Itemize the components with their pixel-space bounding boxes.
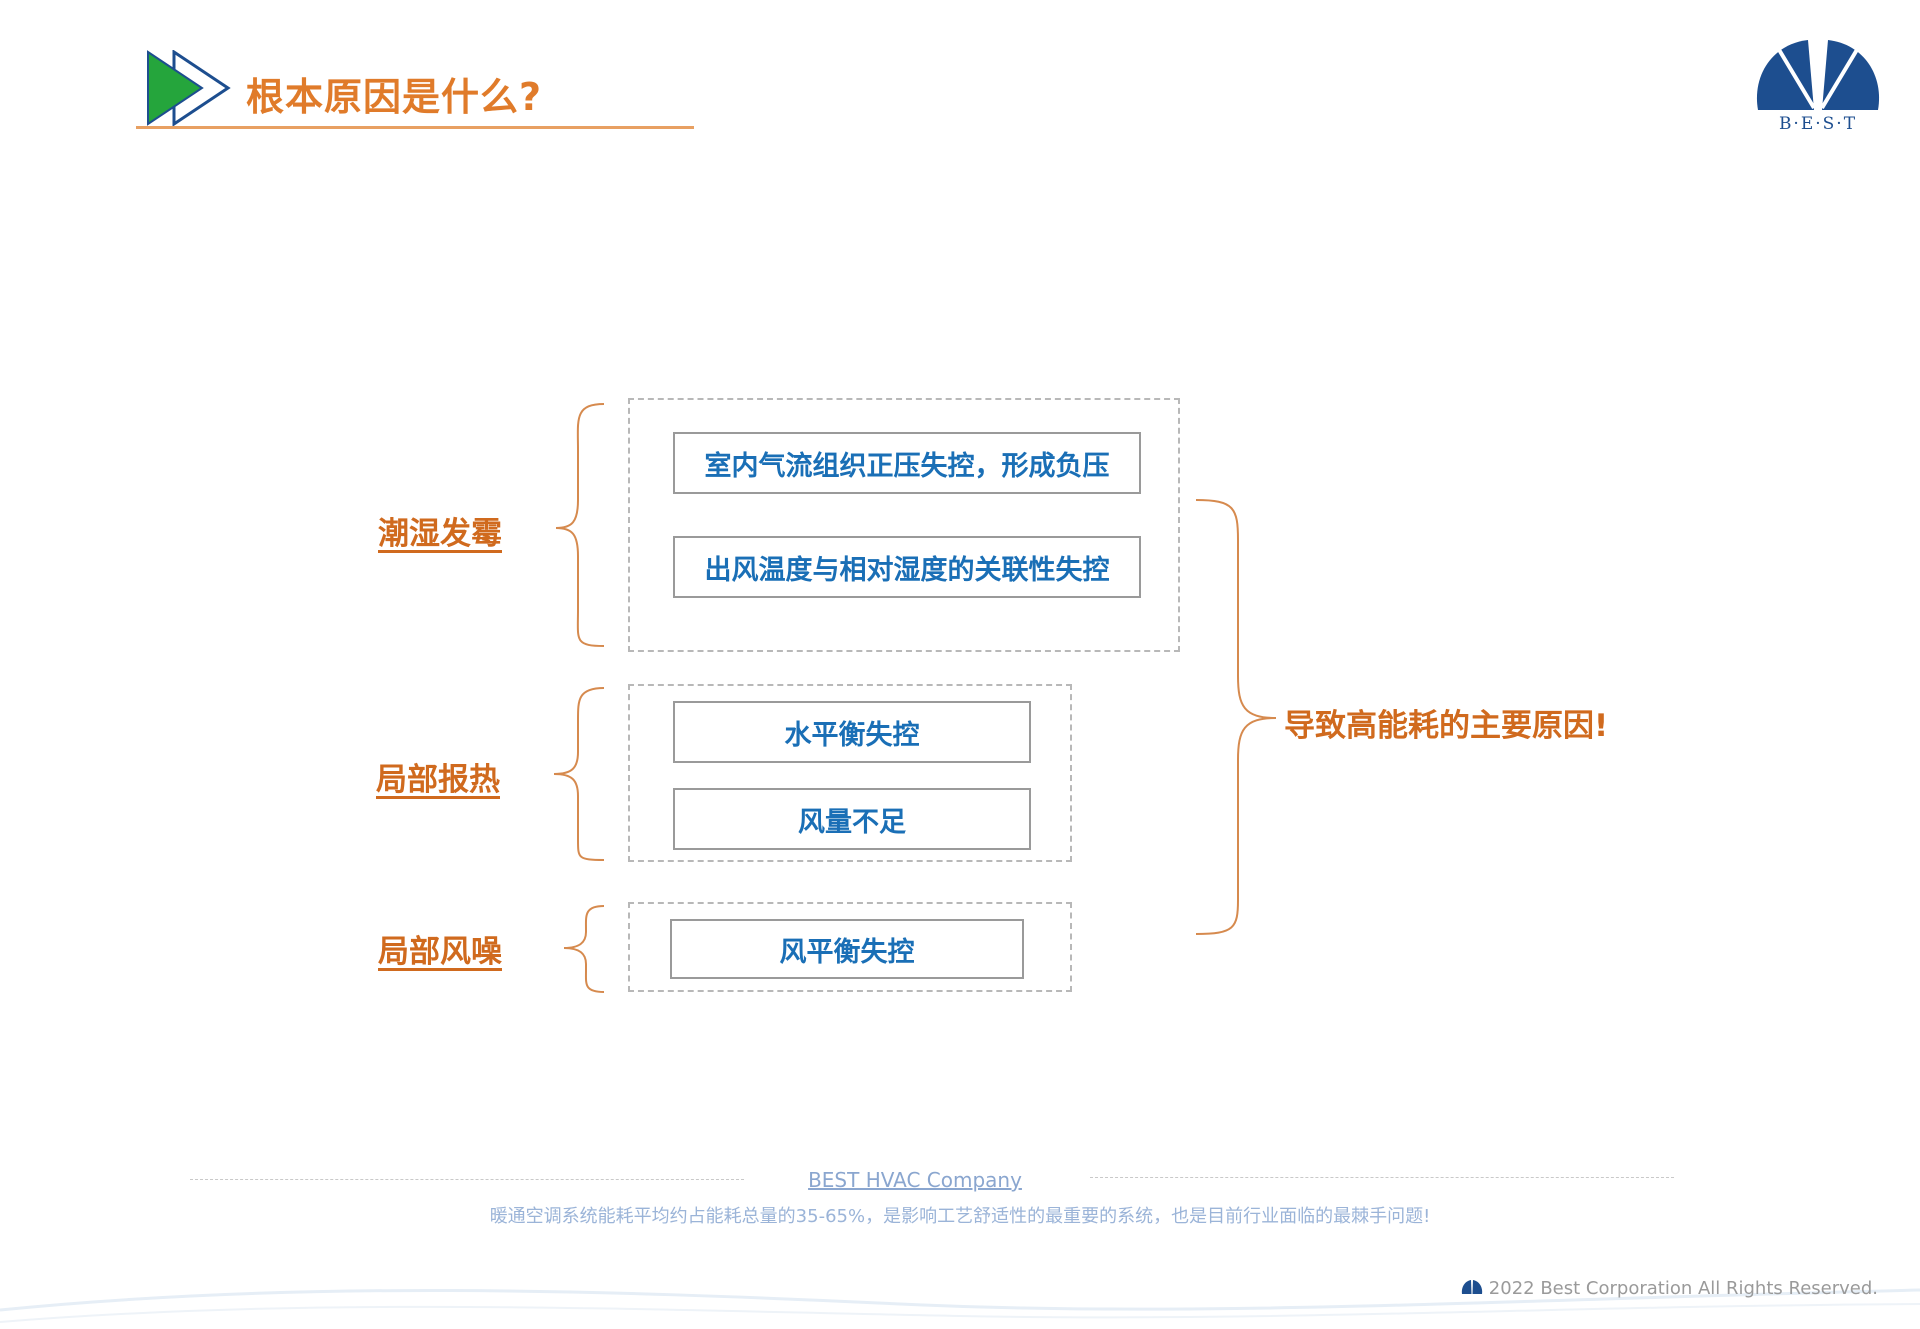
cause-group-3 (628, 902, 1072, 992)
left-brace-3 (563, 905, 605, 993)
copyright-text: 2022 Best Corporation All Rights Reserve… (1488, 1278, 1878, 1299)
copyright: 2022 Best Corporation All Rights Reserve… (1461, 1278, 1878, 1299)
page-title: 根本原因是什么? (246, 75, 543, 119)
cause-box: 水平衡失控 (673, 701, 1031, 763)
logo-text: B·E·S·T (1778, 114, 1858, 134)
best-logo-icon (1756, 40, 1880, 110)
cause-box: 风平衡失控 (670, 919, 1024, 979)
decorative-waves (0, 1288, 1920, 1323)
footer-description: 暖通空调系统能耗平均约占能耗总量的35-65%，是影响工艺舒适性的最重要的系统，… (489, 1206, 1431, 1227)
cause-group-2 (628, 684, 1072, 862)
title-underline (136, 126, 694, 129)
footer-divider-left (190, 1179, 744, 1180)
symptom-label: 局部风噪 (378, 934, 502, 970)
left-brace-1 (555, 403, 605, 647)
cause-box: 室内气流组织正压失控，形成负压 (673, 432, 1141, 494)
symptom-label: 局部报热 (376, 762, 500, 798)
best-logo-small-icon (1461, 1279, 1482, 1294)
footer-company-link[interactable]: BEST HVAC Company (808, 1168, 1022, 1192)
cause-group-1 (628, 398, 1180, 652)
cause-box: 出风温度与相对湿度的关联性失控 (673, 536, 1141, 598)
title-arrow-icon (147, 50, 231, 126)
right-brace (1195, 499, 1277, 935)
symptom-label: 潮湿发霉 (378, 516, 502, 552)
conclusion-label: 导致高能耗的主要原因! (1284, 708, 1609, 744)
cause-box: 风量不足 (673, 788, 1031, 850)
left-brace-2 (553, 687, 605, 861)
footer-divider-right (1090, 1177, 1674, 1178)
